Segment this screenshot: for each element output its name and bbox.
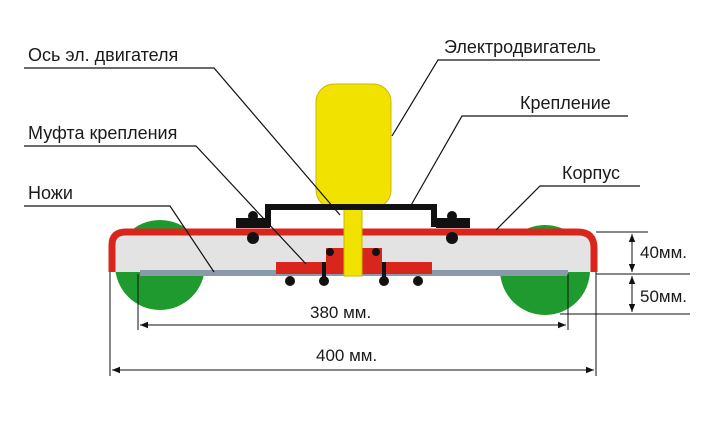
- leader-housing: [495, 185, 640, 231]
- dim-width-inner: 380 мм.: [310, 303, 371, 322]
- label-coupling: Муфта крепления: [28, 123, 177, 143]
- bolt-icon: [247, 232, 259, 244]
- label-mount: Крепление: [520, 93, 611, 113]
- leader-motor: [391, 59, 600, 137]
- dimension-heights: 40мм. 50мм.: [560, 231, 690, 315]
- motor-body: [315, 83, 392, 209]
- bolt-icon: [372, 248, 380, 256]
- bolt-icon: [285, 276, 295, 286]
- bolt-icon: [413, 276, 423, 286]
- leader-mount: [409, 115, 628, 208]
- leader-knives: [24, 205, 215, 273]
- bolt-icon: [326, 248, 334, 256]
- leader-motor-axis: [24, 67, 341, 216]
- dim-width-outer: 400 мм.: [316, 346, 377, 365]
- mount-foot-left: [236, 218, 270, 228]
- bolt-shank: [322, 262, 326, 282]
- dimension-widths: 380 мм. 400 мм.: [109, 272, 597, 376]
- bolt-shank: [382, 262, 386, 282]
- bolt-icon: [248, 211, 258, 221]
- bolt-icon: [447, 211, 457, 221]
- label-housing: Корпус: [562, 163, 620, 183]
- label-knives: Ножи: [28, 183, 73, 203]
- dim-height-wheel: 50мм.: [640, 287, 687, 306]
- leader-coupling: [24, 145, 307, 265]
- dim-height-housing: 40мм.: [640, 243, 687, 262]
- bolt-icon: [446, 232, 458, 244]
- motor: [315, 83, 392, 209]
- label-motor: Электродвигатель: [444, 37, 596, 57]
- motor-shaft: [343, 205, 363, 277]
- leader-lines: [24, 59, 640, 273]
- mount-bracket: [236, 204, 470, 244]
- mount-foot-right: [436, 218, 470, 228]
- label-motor-axis: Ось эл. двигателя: [28, 45, 178, 65]
